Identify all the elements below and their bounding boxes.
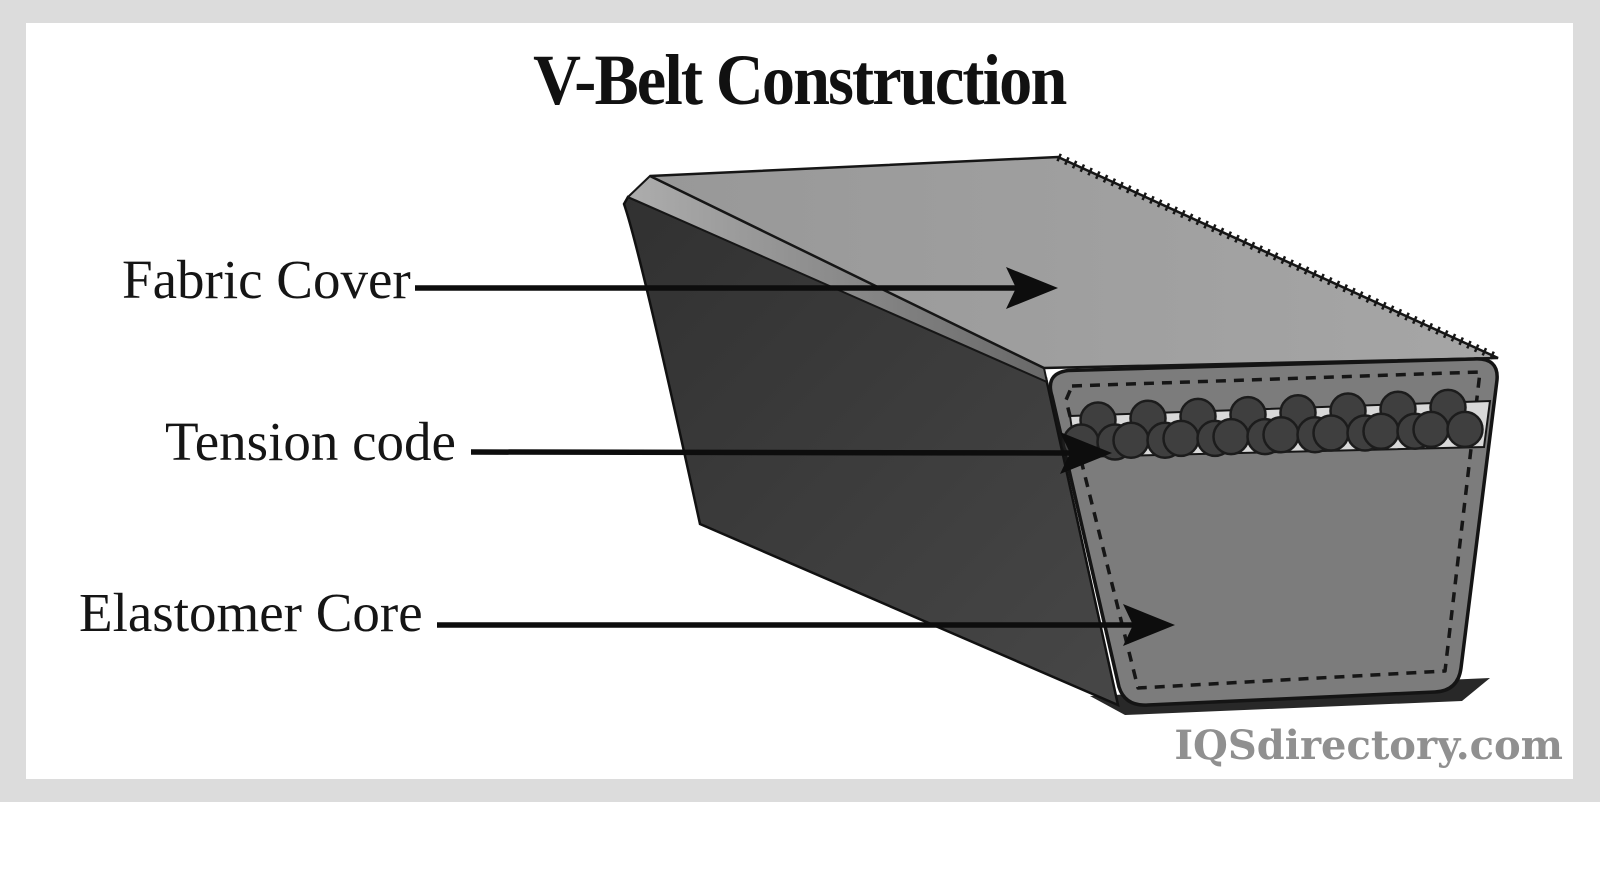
label-elastomer-core: Elastomer Core — [79, 582, 423, 643]
tension-cord — [1262, 416, 1300, 454]
tension-cord — [1412, 410, 1450, 449]
tension-cord — [1162, 419, 1200, 458]
figure-title: V-Belt Construction — [533, 40, 1067, 120]
label-fabric-cover: Fabric Cover — [122, 249, 411, 310]
section-stitch-dashes — [1064, 370, 1482, 690]
tension-cord — [1212, 417, 1250, 456]
belt-top-face — [649, 155, 1499, 370]
label-tension-code: Tension code — [165, 411, 456, 472]
fabric-cover-arrow — [415, 267, 1058, 309]
tension-cord — [1312, 414, 1350, 452]
tension-cord — [1112, 421, 1150, 459]
tension-code-arrow — [470, 432, 1112, 474]
tension-cord — [1362, 412, 1400, 450]
tension-cord — [1446, 410, 1484, 449]
title-row: V-Belt Construction — [26, 44, 1573, 116]
watermark: IQSdirectory.com — [1174, 722, 1563, 769]
elastomer-core-arrow — [437, 604, 1175, 646]
